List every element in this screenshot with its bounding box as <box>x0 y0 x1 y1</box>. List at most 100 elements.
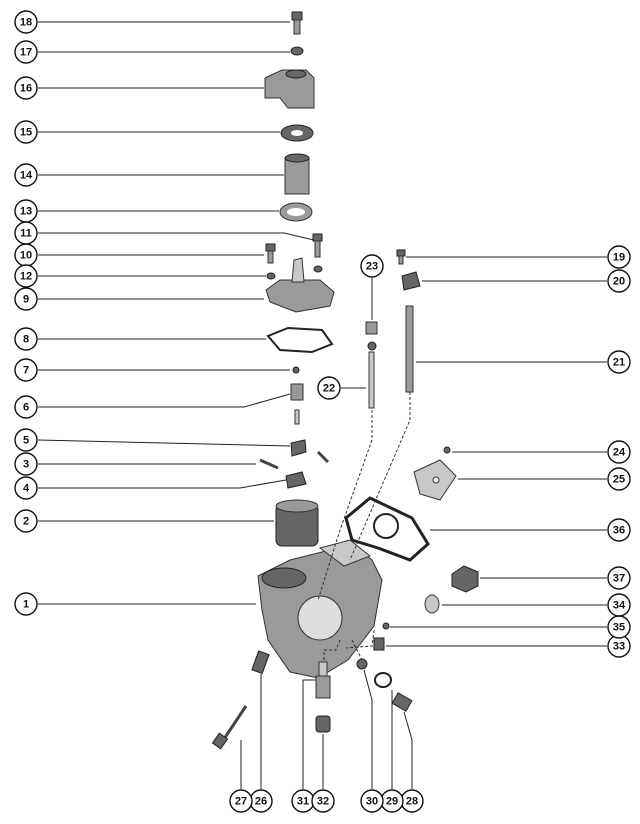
callout-23: 23 <box>360 254 384 278</box>
callout-number: 32 <box>317 796 329 808</box>
callout-number: 22 <box>323 383 335 395</box>
callout-circle <box>14 76 38 100</box>
callout-circle <box>14 428 38 452</box>
callout-27: 27 <box>229 789 253 813</box>
callout-number: 27 <box>235 796 247 808</box>
callout-31: 31 <box>291 789 315 813</box>
leader-line-30 <box>363 669 373 789</box>
callout-number: 13 <box>20 206 32 218</box>
part-26-spring <box>251 650 270 675</box>
callout-circle <box>607 615 631 639</box>
part-31-jet <box>315 661 331 699</box>
callout-14: 14 <box>14 163 38 187</box>
callout-number: 37 <box>613 573 625 585</box>
callout-number: 11 <box>20 228 32 240</box>
callout-36: 36 <box>607 518 631 542</box>
part-29-o-ring <box>374 672 392 688</box>
part-19-screw <box>396 249 406 265</box>
callout-9: 9 <box>14 287 38 311</box>
callout-circle <box>14 120 38 144</box>
part-35-jet <box>382 622 390 630</box>
callout-number: 31 <box>297 796 309 808</box>
callout-number: 34 <box>613 600 626 612</box>
part-20-bracket <box>401 271 421 291</box>
part-18-screw <box>291 11 303 35</box>
callout-circle <box>14 327 38 351</box>
callout-16: 16 <box>14 76 38 100</box>
callout-21: 21 <box>607 350 631 374</box>
leader-line-28 <box>403 711 413 789</box>
callout-24: 24 <box>607 440 631 464</box>
callout-number: 14 <box>20 170 33 182</box>
callout-circle <box>317 376 341 400</box>
callout-circle <box>14 358 38 382</box>
part-10-screw <box>265 243 276 264</box>
part-17-washer <box>290 46 304 56</box>
callout-number: 1 <box>23 599 29 611</box>
part-37-nut <box>451 565 479 593</box>
callout-7: 7 <box>14 358 38 382</box>
callout-20: 20 <box>607 269 631 293</box>
callout-number: 18 <box>20 17 32 29</box>
callout-17: 17 <box>14 40 38 64</box>
callout-37: 37 <box>607 566 631 590</box>
callout-number: 7 <box>23 365 29 377</box>
callout-circle <box>607 245 631 269</box>
callout-circle <box>14 592 38 616</box>
callout-circle <box>14 10 38 34</box>
callout-number: 29 <box>386 796 398 808</box>
callout-34: 34 <box>607 593 631 617</box>
leader-line-4 <box>38 479 287 489</box>
leader-line-31 <box>302 679 316 789</box>
callout-number: 20 <box>613 276 625 288</box>
part-15-seal <box>280 124 314 142</box>
callout-circle <box>607 440 631 464</box>
callout-circle <box>607 467 631 491</box>
callout-circle <box>14 287 38 311</box>
callout-number: 4 <box>23 483 30 495</box>
part-12-washer <box>266 272 276 280</box>
callout-8: 8 <box>14 327 38 351</box>
part-7-ball <box>292 366 300 374</box>
callout-22: 22 <box>317 376 341 400</box>
callout-circle <box>607 518 631 542</box>
part-3-pin <box>259 458 279 470</box>
callout-circle <box>607 566 631 590</box>
callout-circle <box>14 264 38 288</box>
callout-number: 12 <box>20 271 32 283</box>
callout-circle <box>607 269 631 293</box>
callout-circle <box>360 789 384 813</box>
callout-3: 3 <box>14 452 38 476</box>
callout-number: 3 <box>23 459 29 471</box>
part-30-washer <box>356 658 368 670</box>
part-4-lever <box>285 471 307 489</box>
callout-number: 2 <box>23 516 29 528</box>
callout-circle <box>14 40 38 64</box>
callout-18: 18 <box>14 10 38 34</box>
callout-number: 25 <box>613 474 625 486</box>
part-23-plug <box>365 321 378 351</box>
callout-circle <box>14 476 38 500</box>
callout-29: 29 <box>380 789 404 813</box>
callout-15: 15 <box>14 120 38 144</box>
part-14-filter <box>284 153 310 195</box>
callout-circle <box>14 452 38 476</box>
part-5-float-arm <box>290 439 307 457</box>
callout-circle <box>229 789 253 813</box>
callouts: 1234567891011121314151617181920212223242… <box>14 10 631 813</box>
callout-2: 2 <box>14 509 38 533</box>
part-2-float <box>275 499 319 547</box>
callout-number: 10 <box>20 250 32 262</box>
callout-19: 19 <box>607 245 631 269</box>
callout-number: 21 <box>613 357 625 369</box>
part-24-screw <box>443 446 451 454</box>
part-11-screw <box>312 233 323 258</box>
callout-6: 6 <box>14 395 38 419</box>
callout-number: 8 <box>23 334 29 346</box>
part-8-gasket <box>266 326 334 354</box>
part-33-jet <box>373 637 385 651</box>
part-22-rod <box>368 351 375 409</box>
callout-33: 33 <box>607 634 631 658</box>
callout-number: 30 <box>366 796 378 808</box>
